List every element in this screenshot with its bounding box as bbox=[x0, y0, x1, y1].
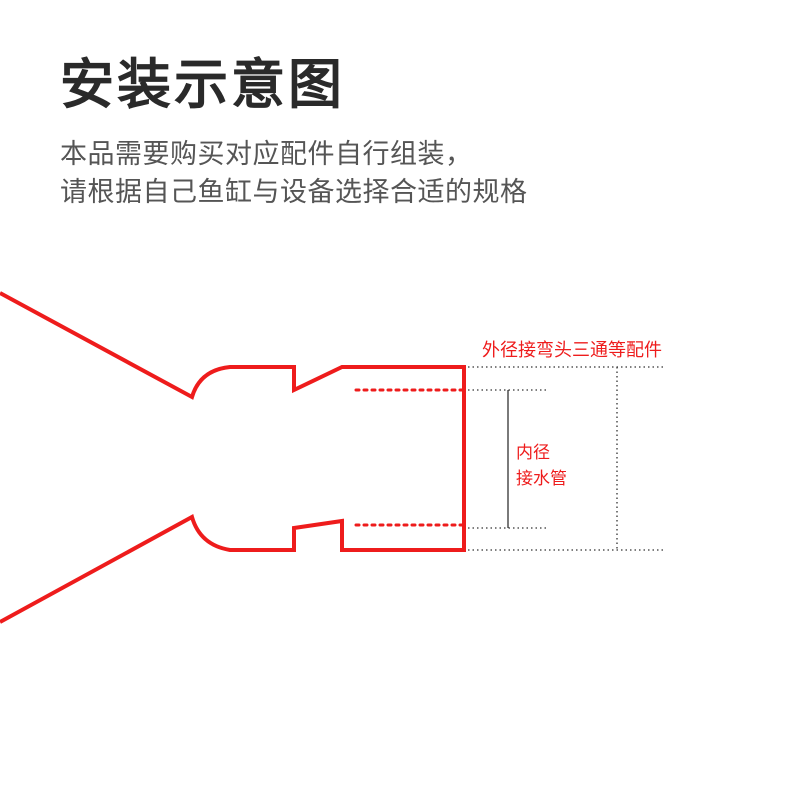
inner-diameter-label-line-1: 内径 bbox=[516, 443, 550, 463]
page-title: 安装示意图 bbox=[60, 53, 345, 116]
fitting-outline bbox=[0, 291, 466, 624]
subtitle-line-2: 请根据自己鱼缸与设备选择合适的规格 bbox=[60, 176, 528, 208]
inner-diameter-label-line-2: 接水管 bbox=[516, 469, 567, 489]
subtitle-line-1: 本品需要购买对应配件自行组装， bbox=[60, 139, 473, 170]
page-subtitle: 本品需要购买对应配件自行组装， 请根据自己鱼缸与设备选择合适的规格 bbox=[60, 136, 528, 212]
outer-diameter-label: 外径接弯头三通等配件 bbox=[482, 340, 662, 361]
